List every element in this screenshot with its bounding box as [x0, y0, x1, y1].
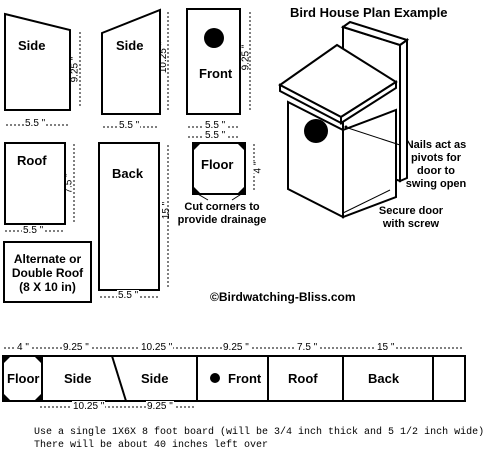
front-piece: [186, 8, 241, 115]
drainage-note-line: provide drainage: [177, 214, 267, 226]
copyright: ©Birdwatching-Bliss.com: [210, 290, 356, 304]
floor-corner-cut-icon: [237, 186, 245, 194]
board-dim-floor: 4 ": [16, 342, 30, 353]
drainage-note-line: Cut corners to: [184, 201, 260, 213]
secure-door-note: Secure door with screw: [372, 205, 450, 231]
alternate-roof-label-line: Alternate or: [13, 252, 82, 266]
floor-piece: [192, 142, 246, 195]
screw-note-arrow: [342, 189, 391, 214]
board-front-hole-icon: [210, 373, 220, 383]
front-entry-hole-icon: [204, 28, 224, 48]
side-right-label: Side: [116, 38, 144, 53]
alternate-roof-piece: [3, 241, 92, 303]
board-segment-side-2: Side: [141, 371, 169, 386]
nails-note-line: door to: [417, 165, 455, 177]
nails-note: Nails act as pivots for door to swing op…: [398, 139, 474, 191]
board-segment-floor: Floor: [7, 371, 40, 386]
drainage-note: Cut corners to provide drainage: [172, 201, 272, 227]
floor-height-dim: 4 ": [252, 161, 264, 174]
side-left-piece: [4, 12, 71, 111]
board-bottom-dim-2: 9.25 ": [146, 401, 174, 412]
back-height-dim: 15 ": [161, 201, 173, 220]
footer-line-1: Use a single 1X6X 8 foot board (will be …: [34, 427, 484, 438]
secure-door-note-line: Secure door: [378, 205, 444, 217]
board-segment-side-1: Side: [64, 371, 92, 386]
roof-height-dim: 7.5 ": [63, 173, 75, 194]
board-dim-side-2: 10.25 ": [140, 342, 174, 353]
nails-note-line: pivots for: [410, 152, 462, 164]
back-label: Back: [112, 166, 144, 181]
side-right-height-dim: 10.25 ": [158, 41, 170, 74]
floor-corner-cut-icon: [237, 143, 245, 151]
floor-note-arrow: [195, 192, 209, 201]
board-dim-back: 15 ": [376, 342, 396, 353]
floor-label: Floor: [201, 157, 234, 172]
plan-drawing: [2, 8, 466, 408]
board-segment-front: Front: [228, 371, 262, 386]
board-segment-back: Back: [368, 371, 400, 386]
floor-corner-cut-icon: [193, 143, 201, 151]
alternate-roof-label-line: Double Roof: [11, 266, 84, 280]
board-dim-roof: 7.5 ": [296, 342, 319, 353]
floor-width-dim: 5.5 ": [204, 130, 227, 141]
board-strip: [2, 355, 466, 402]
birdhouse-3d-illustration: [278, 20, 410, 219]
back-piece: [98, 142, 160, 291]
side-left-width-dim: 5.5 ": [24, 118, 47, 129]
roof-label: Roof: [17, 153, 47, 168]
front-width-dim: 5.5 ": [204, 120, 227, 131]
alternate-roof-label-line: (8 X 10 in): [19, 280, 76, 294]
secure-door-note-line: with screw: [382, 218, 440, 230]
side-right-piece: [101, 8, 161, 115]
board-floor-corner-icon: [3, 356, 11, 364]
floor-corner-cut-icon: [193, 186, 201, 194]
board-segment-roof: Roof: [288, 371, 318, 386]
roof-piece: [4, 142, 66, 225]
roof-width-dim: 5.5 ": [22, 225, 45, 236]
floor-note-arrow: [231, 192, 244, 201]
alternate-roof-label: Alternate or Double Roof (8 X 10 in): [4, 252, 91, 294]
board-bottom-dim-1: 10.25 ": [72, 401, 106, 412]
nails-note-line: Nails act as: [405, 139, 467, 151]
side-right-width-dim: 5.5 ": [118, 120, 141, 131]
front-height-dim: 9.25 ": [240, 44, 252, 71]
footer-line-2: There will be about 40 inches left over: [34, 440, 269, 451]
board-floor-corner-icon: [3, 393, 11, 401]
front-label: Front: [199, 66, 233, 81]
nails-note-arrow: [347, 127, 401, 146]
board-dim-side-1: 9.25 ": [62, 342, 90, 353]
nails-note-line: swing open: [405, 178, 467, 190]
title: Bird House Plan Example: [290, 5, 448, 20]
board-floor-corner-icon: [34, 393, 42, 401]
board-dim-front: 9.25 ": [222, 342, 250, 353]
side-left-label: Side: [18, 38, 46, 53]
nail-icon: [344, 125, 348, 129]
side-left-height-dim: 9.25 ": [69, 56, 81, 83]
entry-hole-icon: [304, 119, 328, 143]
back-width-dim: 5.5 ": [117, 290, 140, 301]
board-floor-corner-icon: [34, 356, 42, 364]
